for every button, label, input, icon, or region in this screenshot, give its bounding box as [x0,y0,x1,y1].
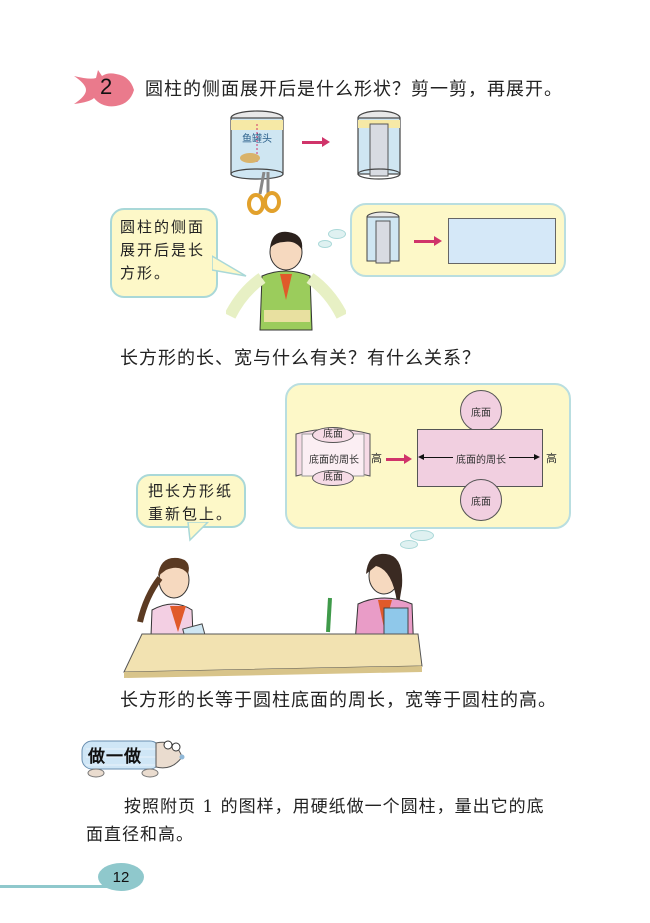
arrow-left-head-icon [418,454,424,460]
boy-illustration [226,231,346,331]
opened-can-icon [365,211,401,267]
height-label-right: 高 [546,452,557,465]
cylinder-side-label: 底面的周长 [309,455,359,466]
thought-dot [400,540,418,549]
activity-badge: 做一做 [80,737,185,778]
speech-line: 方形。 [120,264,172,282]
activity-text-line2: 面直径和高。 [86,825,194,845]
activity-badge-label: 做一做 [88,747,142,767]
svg-text:鱼罐头: 鱼罐头 [242,132,272,145]
question-2: 长方形的长、宽与什么有关？有什么关系？ [120,348,481,369]
bottom-circle: 底面 [460,479,502,521]
rectangle-icon [448,218,556,264]
conclusion-text: 长方形的长等于圆柱底面的周长，宽等于圆柱的高。 [120,690,557,711]
thought-dot [318,240,332,248]
fish-number-badge-icon [74,70,134,107]
speech-tail-icon [187,522,210,542]
thought-dot [410,530,434,541]
speech-line: 重新包上。 [148,505,234,523]
thought-dot [328,229,346,239]
page-number: 12 [98,863,144,891]
speech-line: 把长方形纸 [148,482,234,500]
girl-speech-bubble: 把长方形纸 重新包上。 [136,474,246,528]
section-question: 圆柱的侧面展开后是什么形状？剪一剪，再展开。 [145,79,563,100]
arrow-right-icon [302,137,330,147]
speech-line: 圆柱的侧面 [120,218,206,236]
top-circle-label: 底面 [471,407,491,419]
opened-can-icon [356,110,402,180]
cylinder-top-label: 底面 [312,427,354,443]
arrow-right-icon [386,454,412,464]
arrow-right-icon [414,236,442,246]
arrow-right-head-icon [534,454,540,460]
boy-speech-bubble: 圆柱的侧面 展开后是长 方形。 [110,208,218,298]
page-number-text: 12 [112,868,130,886]
top-circle: 底面 [460,390,502,432]
activity-text-line1: 按照附页 1 的图样，用硬纸做一个圆柱，量出它的底 [124,797,545,817]
scissors-icon [247,172,281,215]
caterpillar-icon [81,740,185,778]
rect-length-label: 底面的周长 [453,451,509,466]
section-number: 2 [100,74,113,99]
cylinder-bottom-label: 底面 [312,470,354,486]
bottom-circle-label: 底面 [471,496,491,508]
speech-line: 展开后是长 [120,241,206,259]
page-footer-line [0,885,110,888]
tin-can-icon: 鱼罐头 [228,110,286,180]
speech-tail-icon [212,255,247,277]
height-label-left: 高 [371,452,382,465]
girls-table-illustration [123,553,423,678]
